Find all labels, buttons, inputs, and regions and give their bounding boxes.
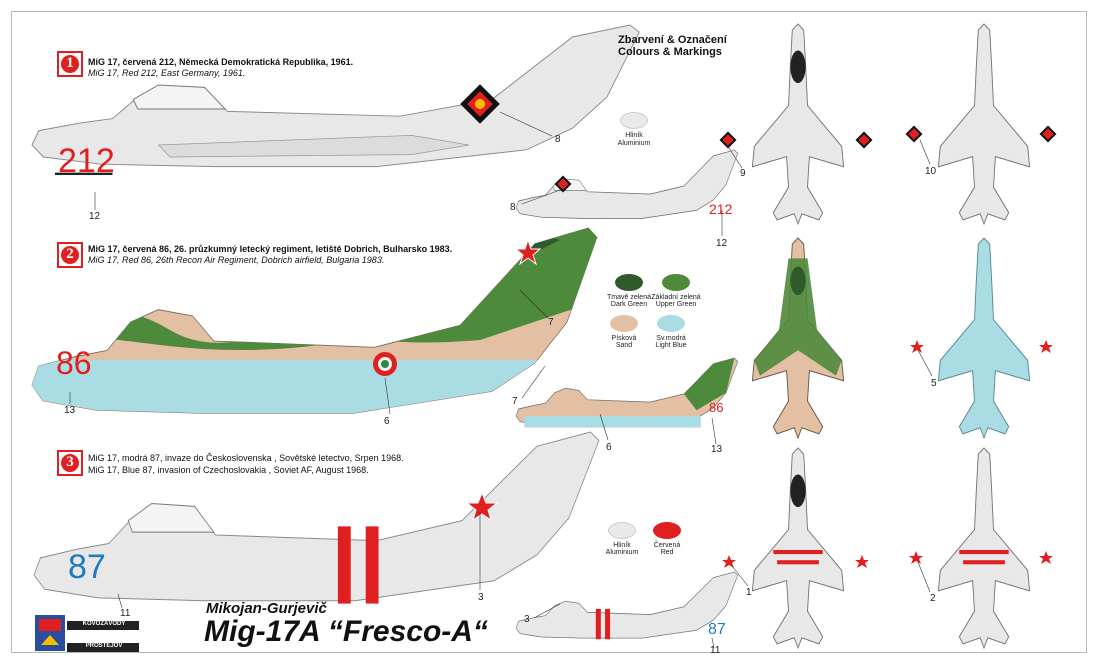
callout-label: 2 [930,593,936,604]
swatch-red [653,522,681,539]
swatch-upper-green [662,274,690,291]
scheme2-caption-cz: MiG 17, červená 86, 26. průzkumný leteck… [88,244,453,254]
scheme2-small-number: 86 [709,400,723,415]
scheme2-side-small [515,357,739,428]
callout-label: 10 [925,166,937,177]
tail-star [514,238,542,266]
legend-title-en: Colours & Markings [618,46,722,58]
swatch-aluminium-3 [608,522,636,539]
scheme3-side-number: 87 [68,548,106,586]
swatch-label-cz: Písková [611,335,637,342]
scheme1-caption-en: MiG 17, Red 212, East Germany, 1961. [88,68,246,78]
swatch-label-en: Light Blue [655,342,687,349]
product-subtitle: Mikojan-Gurjevič [206,600,327,617]
swatch-label-en: Red [660,549,674,556]
swatch-label-en: Dark Green [610,301,648,308]
swatch-label-cz: Tmavě zelená [607,294,651,301]
bulgarian-roundel [373,352,397,376]
scheme1-plan-top [751,23,845,225]
scheme1-caption-cz: MiG 17, červená 212, Německá Demokratick… [88,57,354,67]
callout-label: 13 [711,444,723,455]
scheme1-small-number: 212 [709,201,733,217]
scheme1-plan-bottom [937,23,1031,225]
callout-label: 7 [548,317,554,328]
swatch-label-cz: Červená [653,542,681,549]
scheme-badge-2 [57,242,83,268]
callout-label: 11 [120,608,131,619]
scheme-badge-3 [57,450,83,476]
scheme1-side-small [515,149,739,219]
callout-label: 3 [524,614,530,625]
kovozavody-logo [35,615,139,652]
swatch-dark-green [615,274,643,291]
callout-label: 13 [64,405,76,416]
callout-label: 12 [89,211,101,222]
swatch-label-en: Upper Green [655,301,697,308]
scheme-number-1: 1 [66,55,74,71]
scheme3-plan-bottom [937,447,1031,649]
swatch-light-blue [657,315,685,332]
swatch-label-cz: Základní zelená [651,294,701,301]
logo-text-bottom: PROSTĚJOV [85,643,123,649]
scheme-badge-1 [57,51,83,77]
scheme3-caption-en: MiG 17, Blue 87, invasion of Czechoslova… [88,465,369,475]
callout-label: 6 [606,442,612,453]
callout-label: 8 [555,134,561,145]
scheme3-side-large [33,431,600,604]
callout-label: 5 [931,378,937,389]
scheme3-caption-cz: MiG 17, modrá 87, invaze do Českoslovens… [88,453,404,463]
product-title: Mig-17A “Fresco-A“ [204,615,488,648]
scheme2-plan-bottom [937,237,1031,439]
scheme2-side-number: 86 [56,345,92,381]
callout-label: 3 [478,592,484,603]
legend-title-cz: Zbarvení & Označení [618,34,727,46]
scheme1-side-large [31,24,640,176]
logo-text-top: KOVOZÁVODY [82,621,126,627]
callout-label: 9 [740,168,746,179]
scheme-number-2: 2 [66,246,74,262]
scheme3-small-number: 87 [708,621,726,638]
callout-label: 7 [512,396,518,407]
scheme2-caption-en: MiG 17, Red 86, 26th Recon Air Regiment,… [88,255,385,265]
swatch-label-cz: Hliník [625,132,643,139]
scheme2-plan-top [751,237,845,439]
page-frame [11,11,1087,653]
callout-label: 1 [746,587,752,598]
swatch-aluminium-1 [620,112,648,129]
swatch-label-cz: Hliník [613,542,631,549]
swatch-label-en: Aluminium [605,549,639,556]
tail-star [465,491,499,522]
scheme3-plan-top [751,447,845,649]
scheme1-side-number: 212 [58,142,115,180]
scheme3-side-small [515,571,739,640]
scheme-number-3: 3 [66,454,74,470]
callout-label: 11 [710,645,721,656]
callout-label: 8 [510,202,516,213]
swatch-label-en: Sand [615,342,633,349]
swatch-sand [610,315,638,332]
callout-label: 12 [716,238,728,249]
swatch-label-en: Aluminium [617,140,651,147]
swatch-label-cz: Sv.modrá [656,335,686,342]
callout-label: 6 [384,416,390,427]
